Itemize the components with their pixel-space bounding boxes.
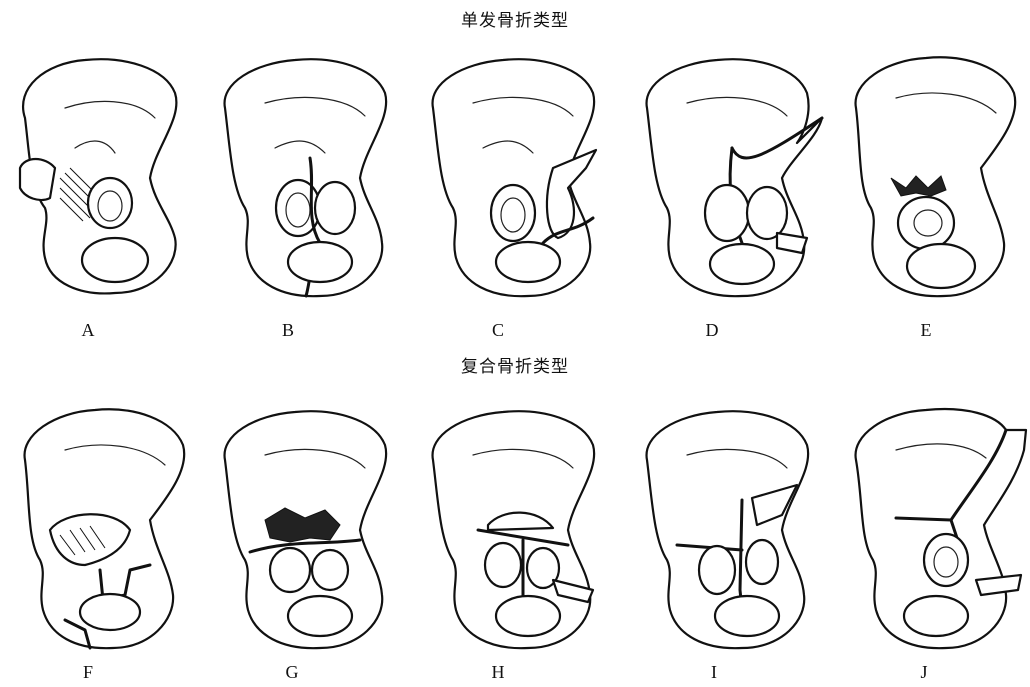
- pelvis-figure-e: [836, 38, 1030, 308]
- figure-label-c: C: [478, 320, 518, 341]
- figure-label-g: G: [272, 662, 312, 683]
- figure-label-j: J: [904, 662, 944, 683]
- pelvis-figure-f: [5, 390, 205, 660]
- pelvis-figure-h: [418, 390, 618, 660]
- figure-label-a: A: [68, 320, 108, 341]
- pelvis-figure-d: [632, 38, 832, 308]
- pelvis-figure-b: [210, 38, 410, 308]
- pelvis-figure-i: [632, 390, 832, 660]
- figure-label-b: B: [268, 320, 308, 341]
- section-title-combined-fractures: 复合骨折类型: [0, 352, 1030, 377]
- figure-label-f: F: [68, 662, 108, 683]
- pelvis-figure-c: [418, 38, 618, 308]
- figure-label-e: E: [906, 320, 946, 341]
- pelvis-figure-a: [5, 38, 205, 308]
- section-title-single-fractures: 单发骨折类型: [0, 6, 1030, 31]
- figure-label-h: H: [478, 662, 518, 683]
- pelvis-figure-j: [836, 390, 1030, 660]
- figure-label-i: I: [694, 662, 734, 683]
- pelvis-figure-g: [210, 390, 410, 660]
- figure-label-d: D: [692, 320, 732, 341]
